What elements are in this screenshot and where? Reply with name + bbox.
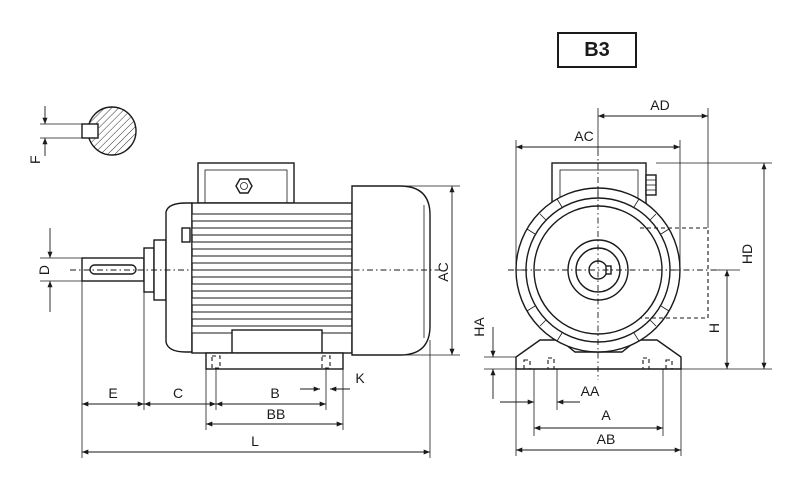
- dim-label-aa: AA: [581, 383, 600, 399]
- dim-label-ha: HA: [471, 317, 487, 337]
- front-end-shield: [165, 202, 193, 353]
- dim-label-ab: AB: [597, 431, 616, 447]
- dim-label-d: D: [36, 265, 52, 275]
- front-mounting-feet: [515, 339, 682, 370]
- front-view-dimensions: [484, 108, 772, 456]
- dim-label-ac-side: AC: [435, 262, 451, 281]
- cooling-fins: [191, 213, 353, 334]
- dim-label-b: B: [270, 385, 279, 401]
- dim-label-f: F: [27, 155, 43, 164]
- motor-front-view: [508, 150, 720, 380]
- dim-label-c: C: [173, 385, 183, 401]
- dim-label-k: K: [355, 370, 365, 386]
- motor-side-view: [70, 162, 440, 370]
- fan-cover: [351, 185, 431, 356]
- mounting-foot: [205, 352, 344, 370]
- dim-label-e: E: [108, 385, 117, 401]
- shaft-keyway: [89, 264, 137, 275]
- mounting-type-title: B3: [557, 32, 637, 68]
- dim-label-a: A: [601, 407, 611, 423]
- dim-label-ac-front: AC: [574, 128, 593, 144]
- dim-label-bb: BB: [267, 406, 286, 422]
- dim-label-ad: AD: [650, 97, 669, 113]
- side-view-dimensions: [40, 185, 460, 458]
- dim-label-h: H: [706, 323, 722, 333]
- dim-label-hd: HD: [739, 244, 755, 264]
- cable-gland-icon: [235, 178, 253, 194]
- dim-label-l: L: [251, 433, 259, 449]
- shaft-section-detail: [40, 106, 137, 156]
